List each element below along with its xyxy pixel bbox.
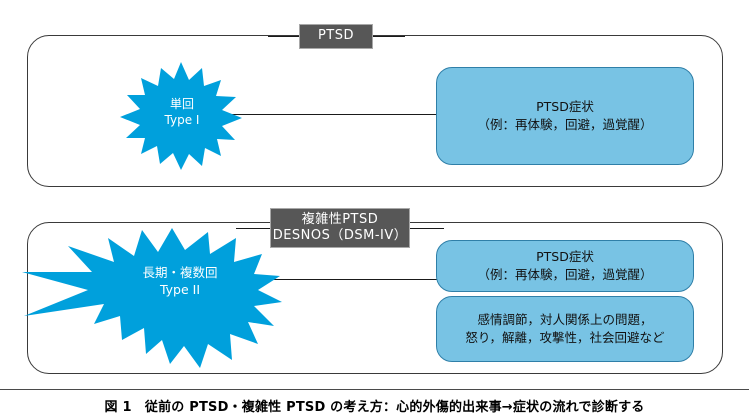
section-label-ptsd: PTSD	[299, 24, 373, 49]
chip-connector-right-complex	[408, 228, 444, 229]
connector-line-complex-ptsd	[255, 279, 447, 280]
chip-connector-left-ptsd	[268, 36, 302, 37]
section-label-complex-ptsd: 複雑性PTSD DESNOS（DSM-IV）	[270, 208, 410, 248]
starburst-type-1	[120, 62, 242, 170]
symptom-box-complex-ptsd-dso: 感情調節，対人関係上の問題， 怒り，解離，攻撃性，社会回避など	[436, 296, 694, 362]
figure-caption: 図 1 従前の PTSD・複雑性 PTSD の考え方：心的外傷的出来事→症状の流…	[104, 400, 645, 415]
caption-divider	[0, 389, 749, 390]
starburst-type-2	[22, 228, 282, 368]
chip-connector-left-complex	[236, 228, 272, 229]
symptom-box-complex-ptsd-core: PTSD症状 （例：再体験，回避，過覚醒）	[436, 240, 694, 292]
symptom-box-ptsd-core: PTSD症状 （例：再体験，回避，過覚醒）	[436, 67, 694, 165]
chip-connector-right-ptsd	[371, 36, 405, 37]
connector-line-ptsd	[232, 114, 450, 115]
